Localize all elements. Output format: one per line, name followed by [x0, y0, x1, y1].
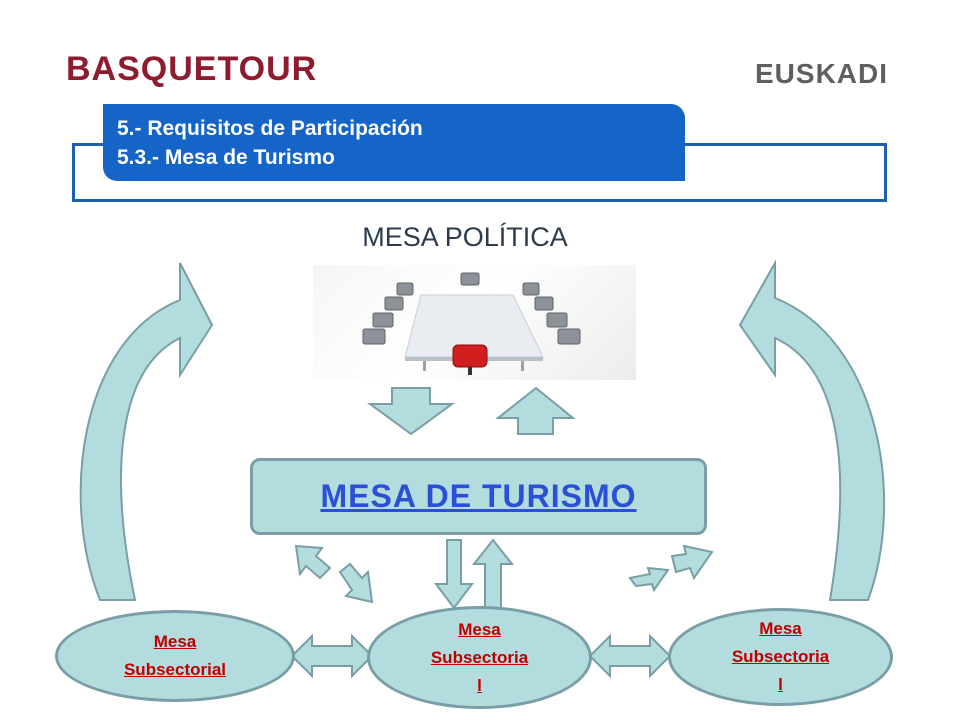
subsector-oval-center[interactable]: Mesa Subsectoria l: [367, 606, 592, 709]
subsector-link-left[interactable]: Mesa Subsectorial: [123, 632, 227, 679]
section-title: 5.- Requisitos de Participación: [117, 117, 423, 140]
right-diag-arrow-down: [628, 566, 670, 593]
right-double-arrow: [588, 633, 672, 679]
right-curved-arrow: [738, 259, 886, 601]
left-diag-arrow-down: [338, 562, 374, 604]
mesa-de-turismo-link[interactable]: MESA DE TURISMO: [320, 478, 637, 514]
subsector-oval-left[interactable]: Mesa Subsectorial: [55, 610, 295, 702]
center-up-arrow: [471, 538, 515, 609]
mesa-politica-label: MESA POLÍTICA: [362, 222, 568, 252]
center-down-arrow: [434, 539, 474, 610]
subsector-link-right[interactable]: Mesa Subsectoria l: [731, 619, 830, 694]
up-arrow: [495, 386, 576, 435]
left-diag-arrow-up: [294, 544, 332, 580]
subsector-oval-right[interactable]: Mesa Subsectoria l: [668, 608, 893, 706]
subsector-link-center[interactable]: Mesa Subsectoria l: [430, 619, 529, 695]
basquetour-logo: BASQUETOUR: [66, 50, 318, 88]
mesa-de-turismo-box[interactable]: MESA DE TURISMO: [250, 458, 707, 535]
down-arrow: [366, 387, 456, 436]
right-diag-arrow-up: [670, 544, 714, 581]
section-header: 5.- Requisitos de Participación 5.3.- Me…: [103, 104, 685, 181]
left-curved-arrow: [79, 262, 214, 601]
euskadi-logo: EUSKADI: [755, 58, 889, 89]
subsection-title: 5.3.- Mesa de Turismo: [117, 146, 335, 169]
meeting-table-image: [313, 265, 636, 380]
left-double-arrow: [290, 633, 374, 679]
